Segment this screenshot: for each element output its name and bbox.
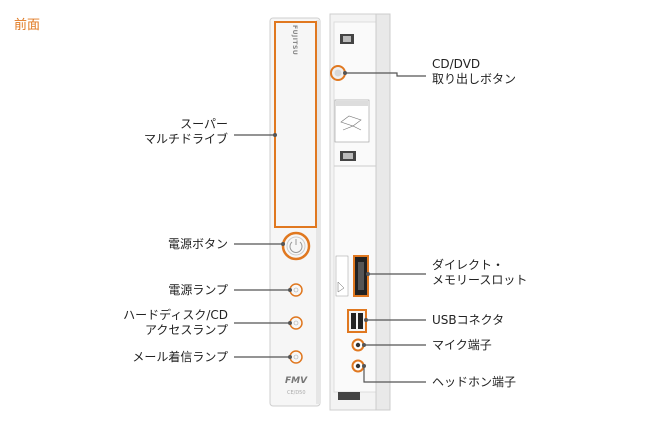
callout-eject <box>345 72 426 77</box>
label-usb-connector: USBコネクタ <box>432 313 505 327</box>
label-power-button: 電源ボタン <box>167 237 228 251</box>
hinge-bottom <box>338 392 360 400</box>
label-cd-eject-button: CD/DVD 取り出しボタン <box>432 57 517 86</box>
slot-sticker <box>335 255 349 297</box>
label-power-lamp: 電源ランプ <box>168 283 228 297</box>
label-mail-lamp: メール着信ランプ <box>132 350 228 364</box>
hinge-top-inner <box>343 36 351 42</box>
super-multi-drive-box <box>274 21 317 228</box>
callout-headphone <box>363 366 426 383</box>
label-hdd-access-lamp: ハードディスク/CD アクセスランプ <box>123 308 228 337</box>
page-title: 前面 <box>14 18 41 33</box>
usb-connector <box>347 309 367 333</box>
hinge-mid-inner <box>343 153 353 159</box>
front-panel-shade <box>316 20 320 404</box>
model-number: CE/D50 <box>287 390 306 396</box>
warning-sticker <box>334 99 370 143</box>
fujitsu-logo: FUJITSU <box>291 25 298 56</box>
label-super-multi-drive: スーパー マルチドライブ <box>143 117 228 146</box>
side-edge <box>375 13 391 411</box>
label-mic-jack: マイク端子 <box>432 338 492 352</box>
label-headphone-jack: ヘッドホン端子 <box>432 375 517 389</box>
front-panel <box>269 17 321 407</box>
label-direct-memory-slot: ダイレクト・ メモリースロット <box>432 258 528 287</box>
fmv-logo: FMV <box>285 376 308 386</box>
